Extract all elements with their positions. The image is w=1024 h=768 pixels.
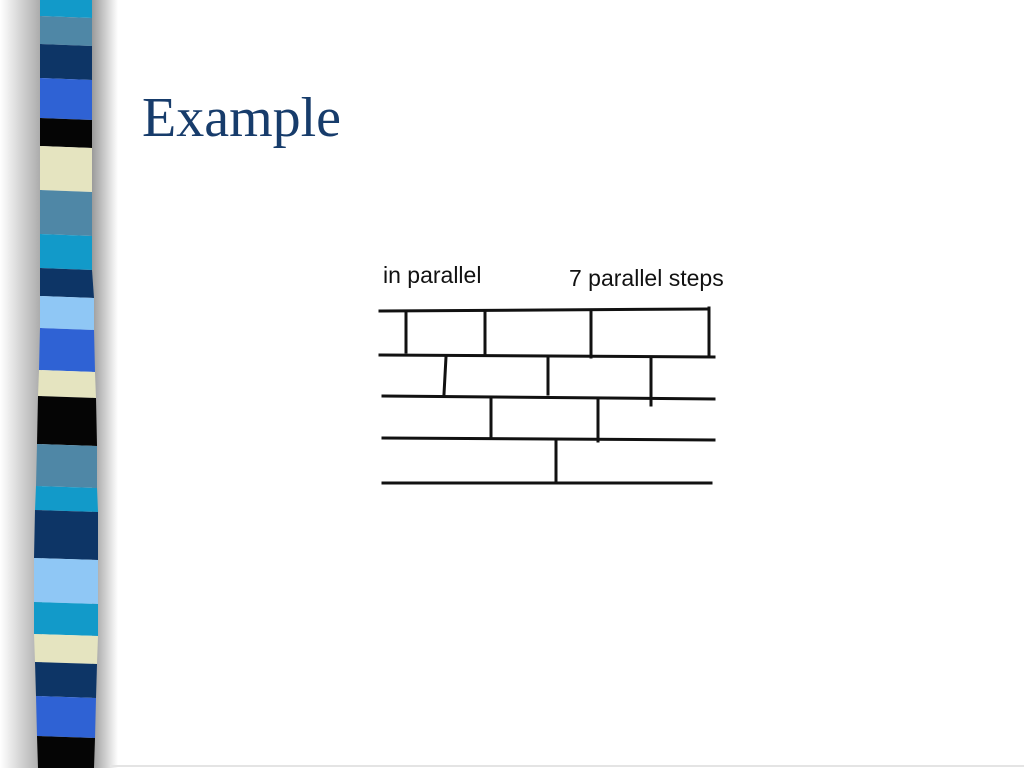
label-in-parallel: in parallel	[383, 262, 482, 288]
row-line-1	[378, 307, 708, 313]
stripe-segments	[34, 0, 98, 768]
parallel-steps-diagram	[378, 306, 716, 485]
label-parallel-steps: 7 parallel steps	[569, 265, 724, 291]
row-line-3	[381, 394, 716, 401]
divider	[442, 355, 448, 396]
row-line-4	[381, 436, 716, 442]
decorative-stripe-bar	[0, 0, 118, 768]
slide-title: Example	[142, 87, 342, 149]
footer-line	[110, 765, 1024, 767]
